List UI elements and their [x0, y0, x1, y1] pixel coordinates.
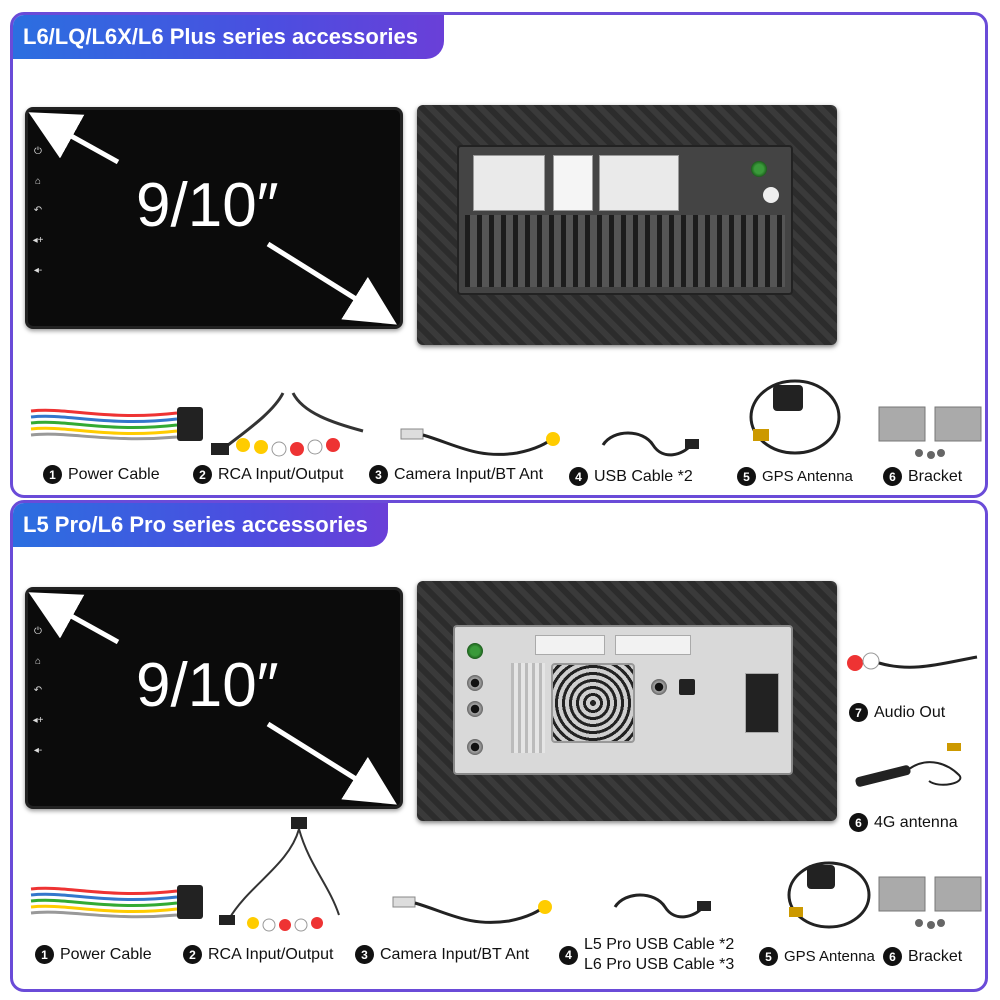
power-cable-image [30, 407, 203, 441]
section-title: L6/LQ/L6X/L6 Plus series accessories [13, 15, 444, 59]
accessory-label: 5 GPS Antenna [737, 467, 853, 486]
usb-cable-image [613, 893, 711, 919]
panel-l6-series: L6/LQ/L6X/L6 Plus series accessories ▫ ⏻… [10, 12, 988, 498]
volume-up-icon: ◂+ [32, 715, 44, 727]
gps-antenna-image [787, 861, 871, 929]
accessory-label: 7 Audio Out [849, 703, 945, 722]
camera-cable-image [392, 896, 552, 924]
back-icon: ↶ [33, 685, 43, 697]
diagonal-arrows [28, 112, 397, 325]
accessory-label: 4 L5 Pro USB Cable *2 L6 Pro USB Cable *… [559, 935, 734, 975]
volume-down-icon: ◂- [33, 264, 43, 276]
head-unit-screen: ▫ ⏻ ⌂ ↶ ◂+ ◂- 9/10″ [25, 107, 403, 329]
aux-port [467, 739, 483, 755]
accessory-label: 3 Camera Input/BT Ant [369, 465, 543, 484]
accessory-label: 6 Bracket [883, 467, 962, 486]
accessory-label: 3 Camera Input/BT Ant [355, 945, 529, 964]
rca-cable-image [219, 817, 340, 932]
screen-size-label: 9/10″ [136, 171, 279, 240]
section-title: L5 Pro/L6 Pro series accessories [13, 503, 388, 547]
radio-port [467, 643, 483, 659]
accessory-label: 4 USB Cable *2 [569, 467, 693, 486]
home-icon: ⌂ [34, 655, 42, 667]
power-cable-image [30, 885, 203, 919]
cooling-fan [551, 663, 635, 743]
usb-cable-image [601, 431, 699, 457]
gps-port [763, 187, 779, 203]
4g-antenna-image [855, 743, 962, 787]
accessory-label: 2 RCA Input/Output [193, 465, 343, 484]
accessory-label: 5 GPS Antenna [759, 947, 875, 966]
volume-down-icon: ◂- [33, 744, 43, 756]
accessory-label: 6 4G antenna [849, 813, 958, 832]
home-icon: ⌂ [34, 175, 42, 187]
4g-port [467, 701, 483, 717]
accessory-label: 1 Power Cable [35, 945, 152, 964]
volume-up-icon: ◂+ [32, 235, 44, 247]
head-unit-screen: ▫ ⏻ ⌂ ↶ ◂+ ◂- 9/10″ [25, 587, 403, 809]
radio-port [751, 161, 767, 177]
bracket-image [878, 876, 982, 929]
accessory-label: 6 Bracket [883, 947, 962, 966]
accessory-label: 2 RCA Input/Output [183, 945, 333, 964]
screen-size-label: 9/10″ [136, 651, 279, 720]
audio-out-cable-image [847, 652, 978, 671]
accessory-label: 1 Power Cable [43, 465, 160, 484]
gps-antenna-image [749, 379, 841, 455]
back-icon: ↶ [33, 205, 43, 217]
gps-port [467, 675, 483, 691]
head-unit-back [417, 581, 837, 821]
panel-l5-pro-series: L5 Pro/L6 Pro series accessories ▫ ⏻ ⌂ ↶… [10, 500, 988, 992]
rca-cable-image [211, 392, 364, 457]
camera-cable-image [400, 428, 560, 456]
head-unit-back [417, 105, 837, 345]
diagonal-arrows [28, 592, 397, 805]
bracket-image [878, 406, 982, 459]
